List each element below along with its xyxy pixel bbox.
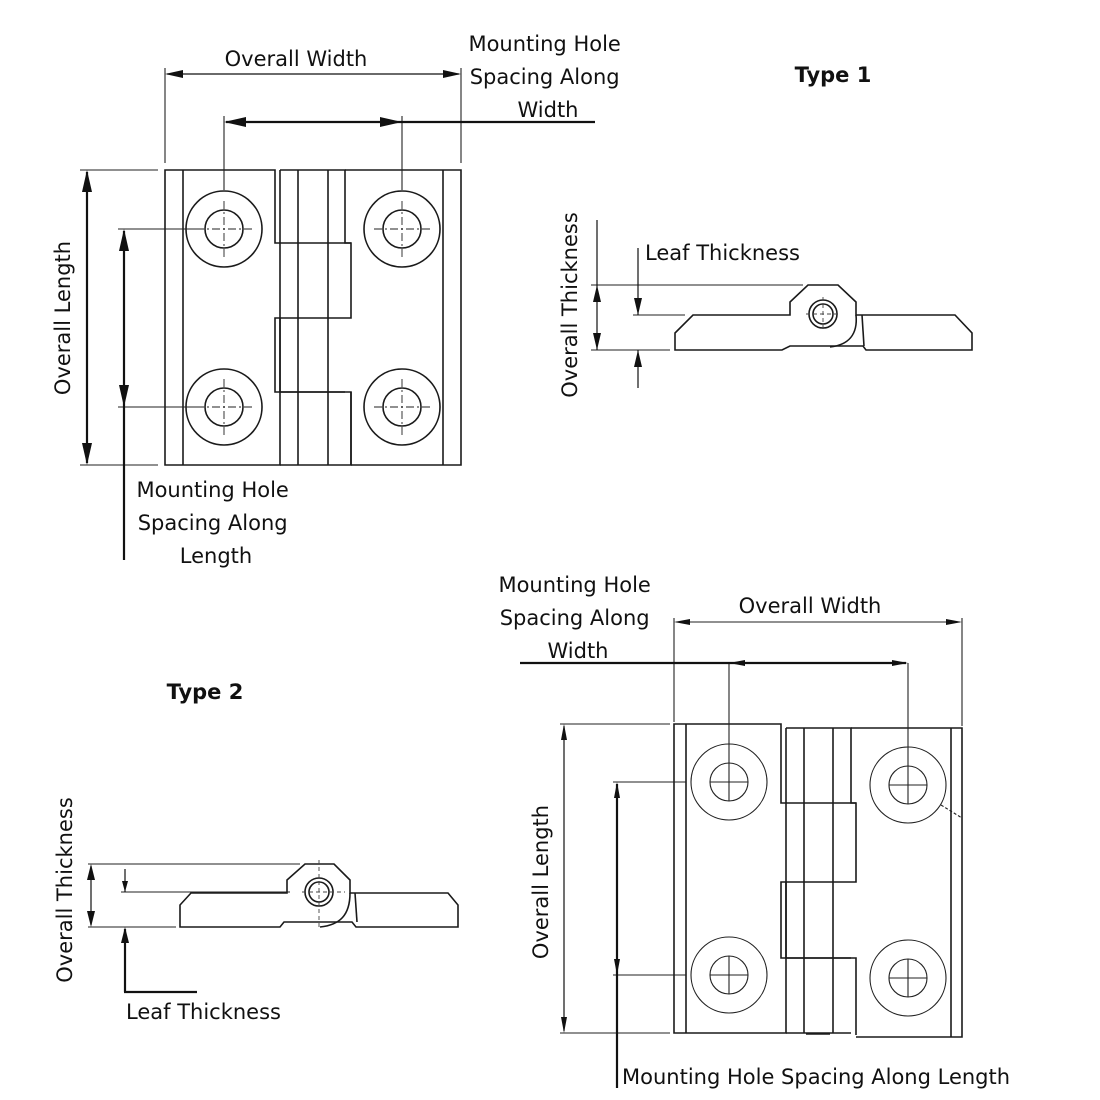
- type1-mounting-hole: [185, 368, 263, 446]
- type1-overall-thickness-label: Overall Thickness: [558, 212, 582, 398]
- type2-right-leaf: [851, 727, 963, 1038]
- type1-overall-width-dimension: [164, 68, 462, 163]
- type2-pin: [302, 860, 345, 927]
- type2-mounting-hole: [690, 663, 768, 821]
- type2-leaf-thickness-dimension: [121, 869, 290, 994]
- type2-hole-spacing-length-label: Mounting Hole Spacing Along Length: [622, 1065, 1010, 1089]
- type2-side-profile: [179, 863, 459, 928]
- type2-hole-spacing-width-dimension: [520, 660, 908, 666]
- type1-mounting-hole: [363, 190, 441, 268]
- type2-left-leaf: [673, 723, 787, 1034]
- type2-mounting-hole: [690, 936, 768, 1014]
- type1-hole-spacing-length-dimension: [118, 228, 196, 560]
- type1-pin: [806, 297, 840, 331]
- type1-overall-thickness-dimension: [591, 220, 803, 351]
- type1-side-view: Overall Thickness Leaf Thickness: [558, 212, 973, 398]
- type1-right-leaf: [345, 169, 462, 466]
- type1-overall-length-dimension: [80, 169, 158, 466]
- type1-hole-spacing-width-label: Mounting Hole Spacing Along Width: [468, 32, 627, 122]
- type2-overall-width-label: Overall Width: [739, 594, 882, 618]
- type2-overall-length-label: Overall Length: [529, 805, 553, 959]
- type2-mounting-hole: [869, 663, 947, 824]
- type2-hole-spacing-width-label: Mounting Hole Spacing Along Width: [498, 573, 657, 663]
- type2-overall-thickness-label: Overall Thickness: [53, 797, 77, 983]
- type2-mounting-hole: [869, 939, 947, 1017]
- type2-side-view: Overall Thickness Leaf Thickness: [53, 797, 459, 1024]
- type1-leaf-thickness-label: Leaf Thickness: [645, 241, 800, 265]
- type2-knuckle: [780, 727, 857, 1035]
- type2-title: Type 2: [167, 680, 244, 704]
- type1-mounting-hole: [185, 190, 263, 268]
- type1-front-view: Overall Width Mounting Hole Spacing Alon…: [51, 32, 627, 568]
- type1-overall-width-label: Overall Width: [225, 47, 368, 71]
- type1-hole-spacing-width-dimension: [223, 116, 595, 190]
- type1-knuckle: [274, 169, 352, 466]
- type1-leaf-thickness-dimension: [633, 248, 685, 388]
- type2-overall-length-dimension: [560, 723, 670, 1034]
- type1-hole-spacing-length-label: Mounting Hole Spacing Along Length: [136, 478, 295, 568]
- type1-title: Type 1: [795, 63, 872, 87]
- type2-overall-thickness-dimension: [87, 863, 300, 928]
- type1-side-profile: [674, 284, 973, 351]
- type2-overall-width-dimension: [673, 618, 963, 726]
- type1-overall-length-label: Overall Length: [51, 241, 75, 395]
- type1-mounting-hole: [363, 368, 441, 446]
- type2-leaf-thickness-label: Leaf Thickness: [126, 1000, 281, 1024]
- type2-hole-spacing-length-dimension: [613, 781, 686, 1088]
- type2-front-view: Overall Width Mounting Hole Spacing Alon…: [498, 573, 1010, 1089]
